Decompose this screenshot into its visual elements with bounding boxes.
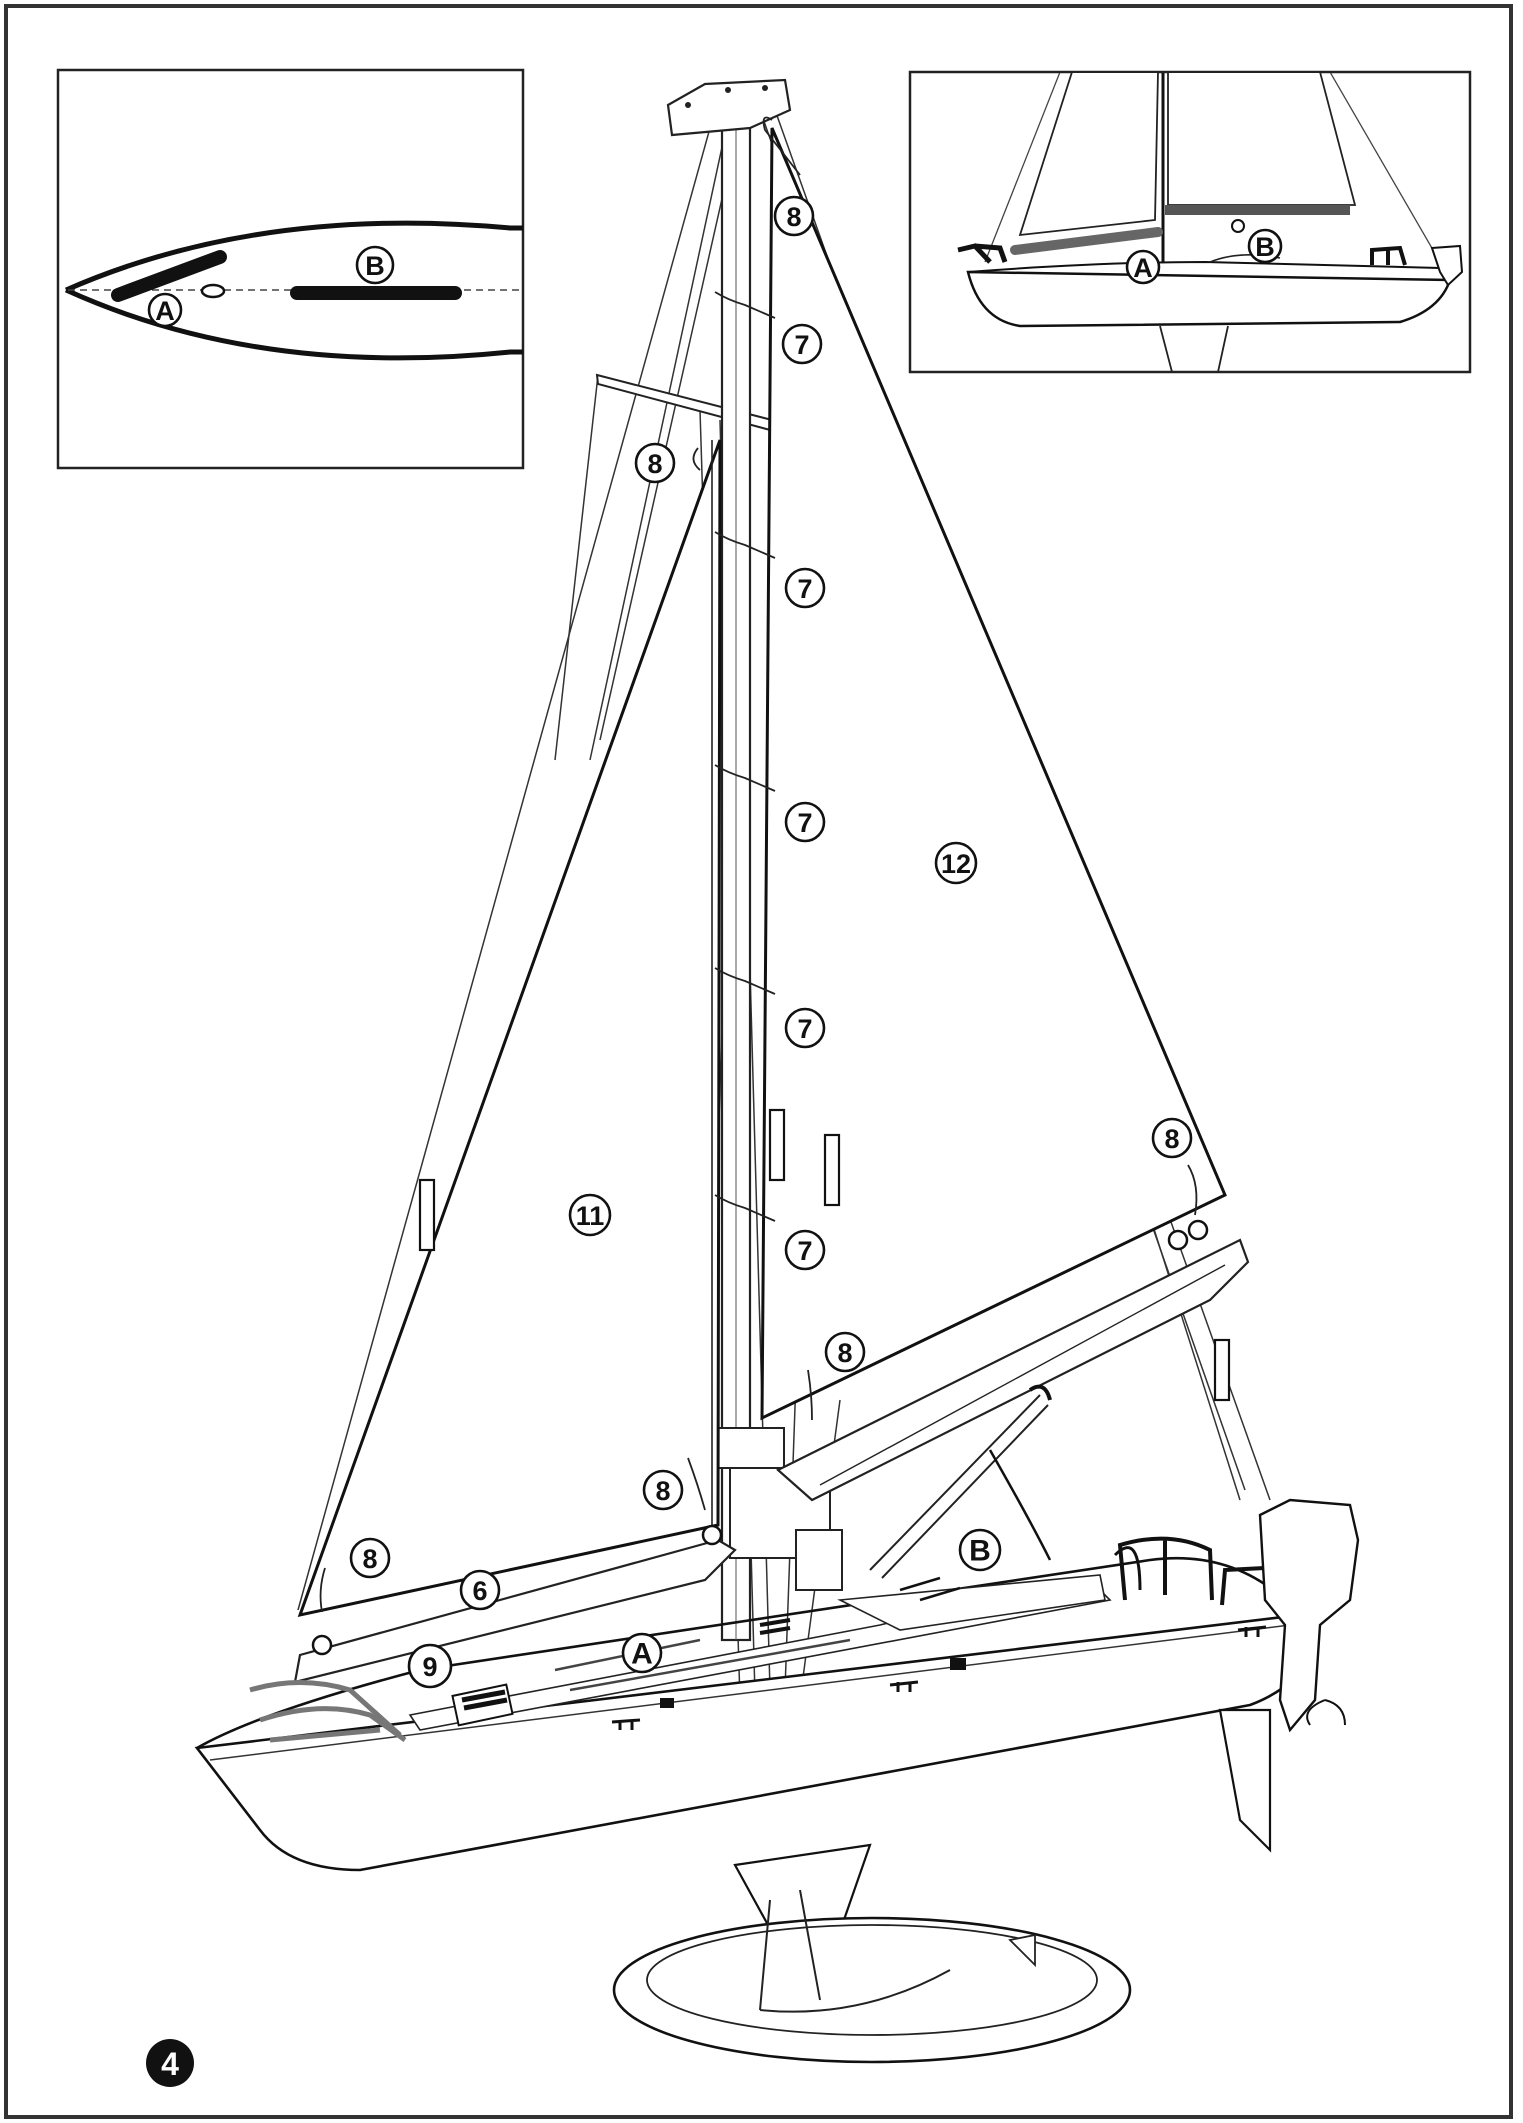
jib-sail <box>297 439 722 1618</box>
svg-text:B: B <box>1255 232 1275 262</box>
mainsail <box>760 127 1227 1421</box>
svg-text:11: 11 <box>576 1201 605 1231</box>
inset-top-label-b: B <box>355 245 395 285</box>
stern-pushpit <box>1117 1536 1270 1606</box>
side-backstay <box>1329 73 1441 263</box>
step-number-badge: 4 <box>146 2039 194 2087</box>
svg-text:A: A <box>631 1638 653 1671</box>
callout-8-clew: 8 <box>1151 1117 1193 1159</box>
deck-outline-top <box>64 220 523 361</box>
side-jib <box>1018 73 1159 237</box>
svg-text:9: 9 <box>422 1652 437 1682</box>
svg-text:7: 7 <box>797 808 812 838</box>
callout-12-mainsail: 12 <box>934 841 978 885</box>
main-boom <box>776 1238 1250 1502</box>
callout-b-deck: B <box>958 1528 1002 1572</box>
callout-7-fifth: 7 <box>784 1229 826 1271</box>
inset-top-view-frame <box>56 68 525 470</box>
svg-text:4: 4 <box>161 2046 179 2082</box>
svg-text:8: 8 <box>362 1544 377 1574</box>
callout-8-jib-tack: 8 <box>642 1469 684 1511</box>
side-stay <box>984 73 1061 263</box>
svg-text:8: 8 <box>786 202 801 232</box>
main-assembly <box>194 78 1360 2064</box>
callout-8-tack: 8 <box>824 1331 866 1373</box>
svg-text:B: B <box>969 1535 991 1568</box>
svg-text:B: B <box>365 251 385 281</box>
side-pulpit <box>957 243 1008 264</box>
side-deck <box>967 260 1451 281</box>
svg-text:A: A <box>1133 253 1153 283</box>
callout-8-masthead: 8 <box>773 195 815 237</box>
inset-side-label-b: B <box>1247 228 1283 264</box>
svg-text:8: 8 <box>655 1476 670 1506</box>
boom-vang <box>869 1394 1049 1579</box>
cockpit <box>837 1574 1106 1631</box>
svg-text:6: 6 <box>472 1576 487 1606</box>
deck-cleats <box>611 1625 1267 1730</box>
bow-pulpit <box>249 1680 407 1743</box>
side-jib-boom <box>1010 227 1163 255</box>
masthead <box>666 78 792 137</box>
page-frame <box>4 4 1513 2119</box>
callout-7-upper: 7 <box>781 323 823 365</box>
callout-a-deck: A <box>621 1632 663 1674</box>
callout-6-boom: 6 <box>459 1569 501 1611</box>
svg-text:12: 12 <box>941 849 971 879</box>
sail-hooks <box>319 116 1198 1613</box>
eyelet <box>200 283 226 299</box>
sail-cleats <box>418 1108 1231 1402</box>
callout-8-jib-head: 8 <box>634 442 676 484</box>
inset-top-label-a: A <box>147 292 183 328</box>
track-a <box>111 250 227 302</box>
inset-side-label-a: A <box>1125 249 1161 285</box>
svg-text:8: 8 <box>1164 1124 1179 1154</box>
callout-7-second: 7 <box>784 567 826 609</box>
svg-text:8: 8 <box>647 449 662 479</box>
callout-7-third: 7 <box>784 801 826 843</box>
svg-text:7: 7 <box>797 1014 812 1044</box>
side-hull <box>966 270 1452 328</box>
inset-top-view: A B <box>56 68 525 470</box>
outboard-motor <box>1258 1498 1360 1733</box>
side-keel <box>1159 325 1229 371</box>
callout-9-fitting: 9 <box>407 1643 453 1689</box>
svg-text:7: 7 <box>794 330 809 360</box>
callout-7-fourth: 7 <box>784 1007 826 1049</box>
rudder <box>1218 1708 1272 1853</box>
callout-8-jib-clew: 8 <box>349 1537 391 1579</box>
callout-11-jib: 11 <box>568 1193 612 1237</box>
inset-side-view: A B <box>908 70 1472 374</box>
jib-boom <box>293 1538 737 1684</box>
side-eyelet <box>1231 219 1245 233</box>
svg-text:7: 7 <box>797 1236 812 1266</box>
svg-text:8: 8 <box>837 1338 852 1368</box>
side-pushpit <box>1370 245 1407 266</box>
svg-text:A: A <box>155 296 175 326</box>
side-outboard <box>1430 244 1464 287</box>
mast <box>715 108 843 1642</box>
svg-text:7: 7 <box>797 574 812 604</box>
display-stand <box>612 1889 1132 2064</box>
